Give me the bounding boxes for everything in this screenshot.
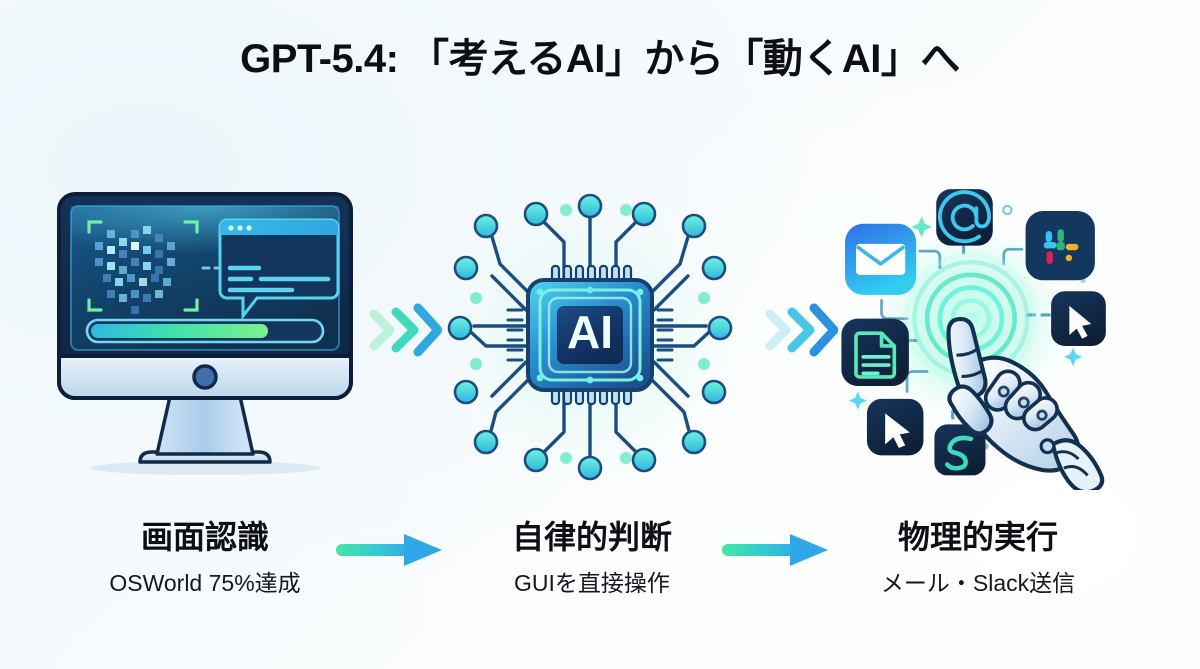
illustration-screen-recognition <box>45 180 365 490</box>
step-title: 物理的実行 <box>897 519 1058 555</box>
step-label-1: 画面認識 OSWorld 75%達成 <box>55 519 355 597</box>
step-title: 画面認識 <box>140 519 269 555</box>
slack-icon <box>1025 211 1095 281</box>
mail-icon <box>845 223 917 295</box>
step-subtitle: メール・Slack送信 <box>880 570 1076 597</box>
cursor-icon <box>866 398 924 456</box>
step-label-2: 自律的判断 GUIを直接操作 <box>442 519 742 597</box>
chevron-arrow-icon <box>366 292 443 368</box>
step-subtitle: GUIを直接操作 <box>514 570 670 597</box>
document-icon <box>841 318 909 387</box>
chevron-arrow-icon <box>762 292 839 368</box>
page-title: GPT-5.4: 「考えるAI」から「動くAI」へ <box>240 37 960 81</box>
at-sign-icon <box>936 189 993 246</box>
step-subtitle: OSWorld 75%達成 <box>109 570 301 597</box>
illustration-ai-chip: AI <box>430 180 750 490</box>
illustration-robot-hand-tap <box>820 180 1140 490</box>
robot-hand <box>946 316 1105 490</box>
right-arrow-icon <box>716 528 836 572</box>
step-label-3: 物理的実行 メール・Slack送信 <box>828 519 1128 597</box>
cursor-icon <box>1051 291 1106 346</box>
send-icon <box>934 424 986 476</box>
step-title: 自律的判断 <box>511 519 672 555</box>
chip-label: AI <box>567 306 613 358</box>
right-arrow-icon <box>330 528 450 572</box>
